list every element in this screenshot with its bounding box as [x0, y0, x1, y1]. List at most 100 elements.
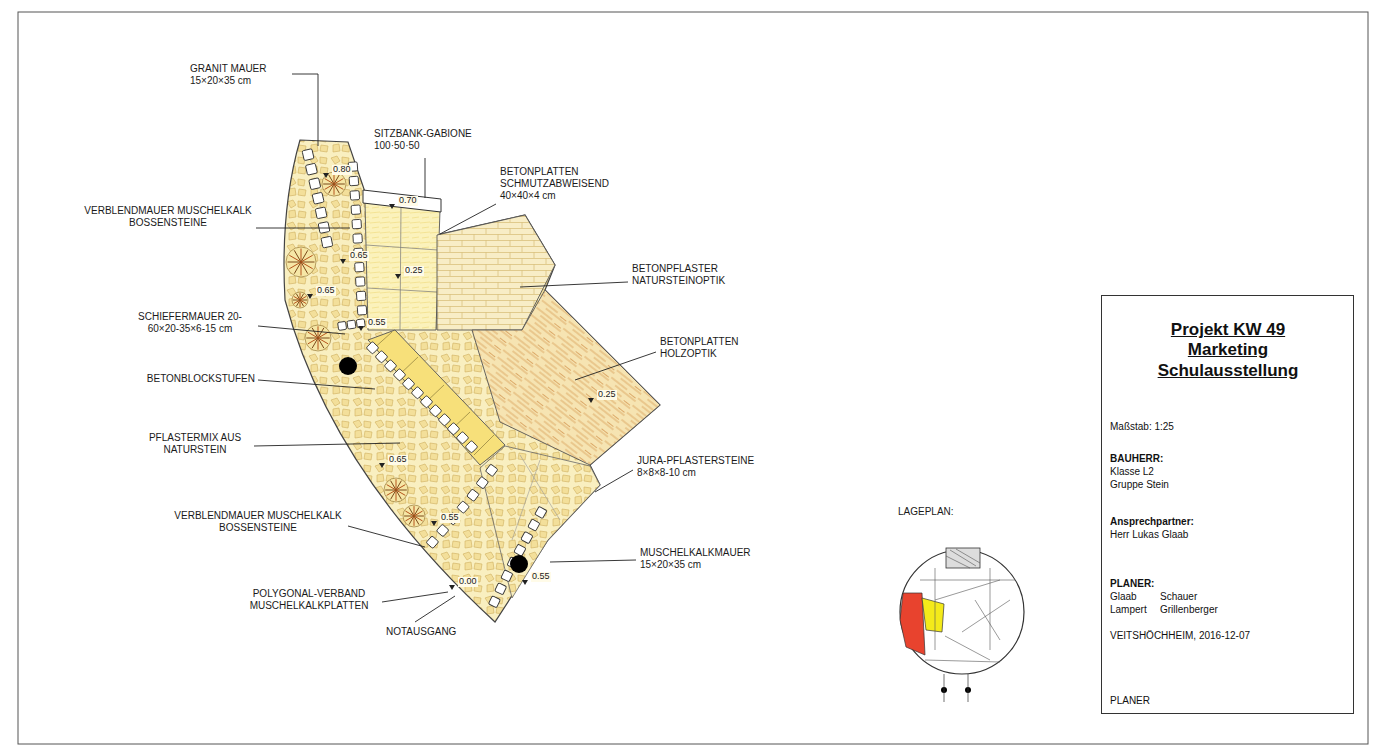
- concrete-slabs: [365, 202, 440, 330]
- plant-leaf: [308, 338, 318, 344]
- callout-label: JURA-PFLASTERSTEINE 8×8×8-10 cm: [637, 455, 777, 479]
- leader-line: [292, 74, 318, 146]
- wall-block: [420, 395, 433, 408]
- plant: [305, 325, 331, 351]
- elevation-marker: [389, 204, 395, 209]
- elevation-marker: [449, 585, 455, 590]
- leader-line: [440, 204, 496, 234]
- plant-leaf: [301, 262, 315, 263]
- plant: [384, 478, 408, 502]
- step-edges: [372, 332, 494, 455]
- plant-leaf: [391, 481, 396, 490]
- plant-leaf: [396, 490, 407, 491]
- wall-block: [495, 583, 507, 595]
- site-plan-lines: [944, 674, 968, 702]
- plant-crown: [286, 247, 316, 277]
- wall-block: [315, 207, 327, 219]
- wall-block: [355, 262, 365, 272]
- wall-block: [426, 536, 439, 549]
- title-block-text: Schauer: [1160, 591, 1197, 604]
- plant-leaf: [312, 328, 318, 338]
- plant: [403, 505, 425, 527]
- elevation-marker: [522, 580, 528, 585]
- wall-block: [347, 320, 356, 329]
- title-block-text: Klasse L2 Gruppe Stein: [1110, 466, 1185, 491]
- plant-leaf: [405, 516, 414, 521]
- title-block-text: Maßstab: 1:25: [1110, 421, 1174, 434]
- wall-block: [349, 176, 359, 186]
- wall-block: [318, 222, 330, 234]
- plant-leaf: [301, 262, 302, 276]
- wall-block: [356, 277, 366, 287]
- lamp-dot: [339, 357, 357, 375]
- wall-block: [321, 236, 333, 248]
- wall-block: [350, 191, 360, 201]
- site-plan-yellow-area: [922, 598, 944, 632]
- wall-block: [528, 519, 540, 531]
- plant-leaf: [301, 262, 308, 274]
- slab-joints: [366, 206, 438, 330]
- plant-leaf: [318, 338, 324, 348]
- elevation-marker: [307, 294, 313, 299]
- title-block-text: PLANER: [1110, 695, 1150, 708]
- wall-block: [457, 501, 470, 514]
- paving-lines: [512, 455, 560, 540]
- wall-block: [456, 431, 469, 444]
- wall-block: [393, 368, 406, 381]
- plant-crown: [305, 325, 331, 351]
- callout-label: VERBLENDMAUER MUSCHELKALK BOSSENSTEINE: [172, 510, 344, 534]
- plant-leaf: [329, 175, 334, 184]
- leader-line: [348, 526, 425, 547]
- block-steps: [368, 330, 505, 465]
- elevation-label: 0.70: [398, 196, 418, 206]
- plant-leaf: [396, 490, 401, 499]
- plant-leaf: [396, 479, 397, 490]
- plant-leaf: [325, 184, 334, 189]
- title-block-text: BAUHERR:: [1110, 453, 1163, 466]
- plant-leaf: [289, 262, 301, 269]
- plant-leaf: [334, 184, 335, 195]
- plant-leaf: [300, 300, 304, 306]
- plant-leaf: [318, 338, 319, 350]
- plant-crown: [292, 292, 308, 308]
- site-plan-lines: [920, 568, 1015, 662]
- plant-leaf: [385, 490, 396, 491]
- plan-outline: [284, 140, 660, 622]
- elevation-label: 0.00: [458, 577, 478, 587]
- leader-line: [256, 228, 350, 229]
- leader-line: [258, 380, 375, 389]
- wall-block: [438, 413, 451, 426]
- elevation-label: 0.65: [316, 286, 336, 296]
- wall-block: [357, 306, 367, 316]
- site-plan-hatch: [946, 549, 980, 568]
- wall-block: [514, 544, 526, 556]
- plant-leaf: [306, 338, 318, 339]
- plants: [286, 172, 425, 527]
- plant-leaf: [334, 184, 339, 193]
- elevation-marker: [588, 398, 594, 403]
- elevation-label: 0.25: [404, 266, 424, 276]
- wall-block: [465, 440, 478, 453]
- elevation-marker: [340, 259, 346, 264]
- callout-label: BETONPLATTEN HOLZOPTIK: [660, 336, 755, 360]
- wall-block: [535, 506, 547, 518]
- wall-block: [312, 192, 324, 204]
- callout-label: MUSCHELKALKMAUER 15×20×35 cm: [640, 547, 765, 571]
- wall-block: [411, 386, 424, 399]
- plant-leaf: [301, 249, 302, 263]
- elevation-label: 0.55: [440, 513, 460, 523]
- plant-leaf: [288, 262, 302, 263]
- leader-line: [550, 560, 636, 562]
- callout-label: NOTAUSGANG: [386, 626, 476, 638]
- elevation-marks: [307, 173, 594, 590]
- plant-leaf: [301, 255, 313, 262]
- wall-block: [351, 205, 361, 215]
- gabion-bench: [363, 190, 441, 212]
- leader-lines: [254, 74, 656, 622]
- title-block-text: Glaab: [1110, 591, 1137, 604]
- elevation-label: 0.25: [597, 390, 617, 400]
- callout-label: BETONBLOCKSTUFEN: [120, 373, 255, 385]
- callout-label: BETONPLATTEN SCHMUTZABWEISEND 40×40×4 cm: [500, 166, 625, 202]
- callout-label: POLYGONAL-VERBAND MUSCHELKALKPLATTEN: [240, 588, 378, 612]
- plant-leaf: [387, 490, 396, 495]
